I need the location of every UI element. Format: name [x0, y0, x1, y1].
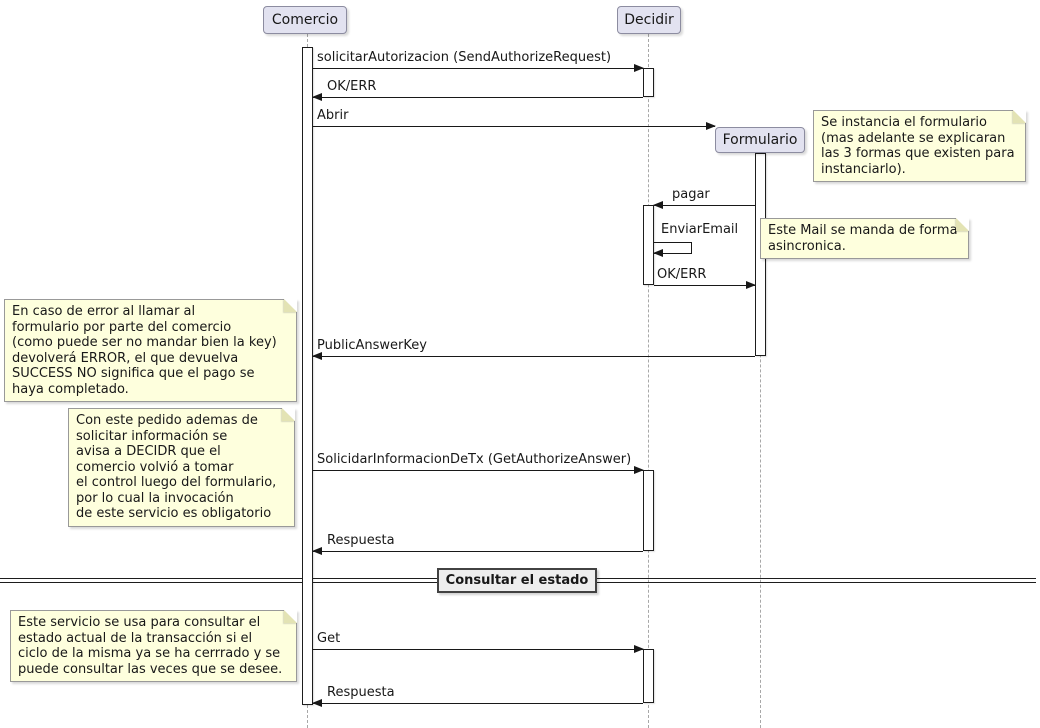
participant-comercio: Comercio — [263, 6, 347, 34]
message-label: Get — [317, 631, 341, 646]
activation-decidir-4 — [643, 649, 654, 703]
arrowhead-icon — [312, 547, 322, 555]
arrowhead-icon — [653, 201, 663, 209]
activation-comercio — [302, 47, 313, 705]
arrowhead-icon — [634, 645, 644, 653]
participant-formulario: Formulario — [715, 127, 805, 153]
message-arrow — [654, 281, 756, 289]
message-label: OK/ERR — [657, 267, 707, 282]
divider-consultar-el-estado: Consultar el estado — [437, 568, 597, 593]
message-arrow — [312, 699, 643, 707]
arrowhead-icon — [746, 281, 756, 289]
lifeline-formulario — [760, 154, 761, 728]
message-label: OK/ERR — [327, 79, 377, 94]
arrowhead-icon — [312, 352, 322, 360]
note-pedido-obligatorio: Con este pedido ademas de solicitar info… — [68, 408, 295, 527]
arrowhead-icon — [312, 699, 322, 707]
message-label: Respuesta — [327, 685, 395, 700]
arrowhead-icon — [653, 249, 663, 257]
participant-label: Formulario — [722, 132, 798, 148]
message-arrow — [312, 93, 643, 101]
note-consultar-estado: Este servicio se usa para consultar el e… — [10, 610, 297, 682]
arrowhead-icon — [634, 64, 644, 72]
divider-label: Consultar el estado — [445, 573, 589, 588]
activation-decidir-1 — [643, 68, 654, 97]
message-label: EnviarEmail — [661, 222, 739, 237]
self-message-top — [654, 242, 692, 243]
message-arrow — [653, 201, 755, 209]
participant-label: Comercio — [271, 12, 339, 28]
message-arrow — [312, 352, 755, 360]
activation-decidir-3 — [643, 470, 654, 551]
participant-label: Decidir — [624, 12, 674, 28]
arrowhead-icon — [706, 122, 716, 130]
participant-decidir: Decidir — [617, 6, 681, 34]
self-message-return — [653, 249, 692, 257]
message-arrow — [313, 645, 644, 653]
note-mail-asincronico: Este Mail se manda de forma asincronica. — [760, 218, 969, 259]
message-arrow — [313, 466, 644, 474]
message-label: Abrir — [317, 108, 349, 123]
note-error-formulario: En caso de error al llamar al formulario… — [4, 299, 297, 402]
lifeline-decidir — [648, 34, 649, 728]
message-label: solicitarAutorizacion (SendAuthorizeRequ… — [317, 50, 612, 65]
activation-decidir-2 — [643, 205, 654, 285]
message-arrow — [313, 122, 716, 130]
message-label: SolicidarInformacionDeTx (GetAuthorizeAn… — [317, 452, 632, 467]
note-instancia-formulario: Se instancia el formulario (mas adelante… — [813, 110, 1026, 182]
arrowhead-icon — [312, 93, 322, 101]
message-arrow — [312, 547, 643, 555]
message-arrow — [313, 64, 644, 72]
arrowhead-icon — [634, 466, 644, 474]
self-message-side — [691, 242, 692, 253]
message-label: pagar — [672, 187, 710, 202]
message-label: PublicAnswerKey — [317, 338, 427, 353]
message-label: Respuesta — [327, 533, 395, 548]
